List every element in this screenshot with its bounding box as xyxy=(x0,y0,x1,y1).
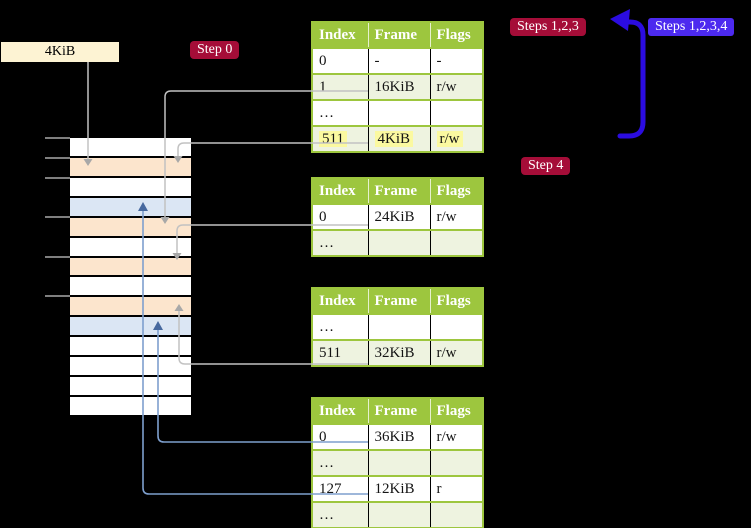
step4-badge: Step 4 xyxy=(521,157,571,175)
table-cell: 127 xyxy=(312,475,369,502)
table-cell: r xyxy=(430,475,483,502)
memory-frame-row xyxy=(70,297,191,318)
table-cell: r/w xyxy=(430,125,483,152)
highlighted-value: r/w xyxy=(436,130,463,147)
table-cell: … xyxy=(312,229,369,256)
memory-frame-row xyxy=(70,138,191,158)
column-header: Index xyxy=(312,398,369,424)
memory-frame-row xyxy=(70,377,191,397)
table-cell: … xyxy=(312,501,369,528)
table-cell: 4KiB xyxy=(368,125,431,152)
table-cell: 12KiB xyxy=(368,475,431,502)
table-cell xyxy=(430,313,483,340)
table-cell xyxy=(368,501,431,528)
table-cell: 0 xyxy=(312,203,369,230)
memory-frame-row xyxy=(70,257,191,278)
highlighted-value: 511 xyxy=(319,130,347,147)
highlighted-value: 4KiB xyxy=(374,130,414,147)
steps-1234-badge: Steps 1,2,3,4 xyxy=(648,18,735,36)
recursive-loop-arrow-head xyxy=(610,9,630,31)
memory-frame-row xyxy=(70,177,191,198)
table-cell: 36KiB xyxy=(368,423,431,450)
table-row: … xyxy=(312,449,483,476)
table-cell: - xyxy=(368,47,431,74)
table-row: … xyxy=(312,99,483,126)
column-header: Frame xyxy=(368,398,431,424)
memory-frame-row xyxy=(70,317,191,338)
column-header: Index xyxy=(312,22,369,48)
address-tick xyxy=(45,255,70,258)
address-tick xyxy=(45,176,70,179)
size-label-box: 4KiB xyxy=(1,42,119,62)
table-cell xyxy=(368,99,431,126)
table-cell xyxy=(368,229,431,256)
column-header: Flags xyxy=(430,288,483,314)
table-cell xyxy=(430,501,483,528)
address-tick xyxy=(45,295,70,298)
memory-frame-row xyxy=(70,396,191,415)
address-tick xyxy=(45,156,70,159)
column-header: Frame xyxy=(368,22,431,48)
memory-frame-row xyxy=(70,237,191,258)
address-tick xyxy=(45,216,70,219)
table-row: 511 4KiB r/w xyxy=(312,125,483,152)
table-cell: 0 xyxy=(312,47,369,74)
table-cell xyxy=(430,229,483,256)
table-cell: … xyxy=(312,99,369,126)
memory-frame-row xyxy=(70,197,191,218)
recursive-loop-arrow xyxy=(617,19,646,139)
table-cell xyxy=(368,449,431,476)
steps-123-badge: Steps 1,2,3 xyxy=(510,18,586,36)
column-header: Frame xyxy=(368,288,431,314)
table-cell: 0 xyxy=(312,423,369,450)
table-cell: 24KiB xyxy=(368,203,431,230)
step0-badge: Step 0 xyxy=(190,41,240,59)
table-cell: r/w xyxy=(430,339,483,366)
table-cell: 511 xyxy=(312,125,369,152)
table-cell: 32KiB xyxy=(368,339,431,366)
table-cell: 16KiB xyxy=(368,73,431,100)
memory-frame-row xyxy=(70,277,191,298)
table-row: … xyxy=(312,313,483,340)
table-cell: 1 xyxy=(312,73,369,100)
table-row: … xyxy=(312,501,483,528)
table-cell: … xyxy=(312,313,369,340)
table-cell xyxy=(430,449,483,476)
table-cell: r/w xyxy=(430,73,483,100)
table-cell: r/w xyxy=(430,423,483,450)
memory-frame-row xyxy=(70,217,191,238)
memory-frame-row xyxy=(70,157,191,178)
table-cell: … xyxy=(312,449,369,476)
table-cell xyxy=(368,313,431,340)
table-cell: 511 xyxy=(312,339,369,366)
address-tick xyxy=(45,137,70,139)
memory-frame-row xyxy=(70,337,191,358)
table-cell: - xyxy=(430,47,483,74)
table-row: 0-- xyxy=(312,47,483,74)
memory-frame-row xyxy=(70,357,191,378)
column-header: Flags xyxy=(430,178,483,204)
column-header: Index xyxy=(312,178,369,204)
column-header: Frame xyxy=(368,178,431,204)
table-row: … xyxy=(312,229,483,256)
physical-memory-strip xyxy=(70,138,191,415)
table-cell: r/w xyxy=(430,203,483,230)
column-header: Index xyxy=(312,288,369,314)
column-header: Flags xyxy=(430,398,483,424)
column-header: Flags xyxy=(430,22,483,48)
table-cell xyxy=(430,99,483,126)
